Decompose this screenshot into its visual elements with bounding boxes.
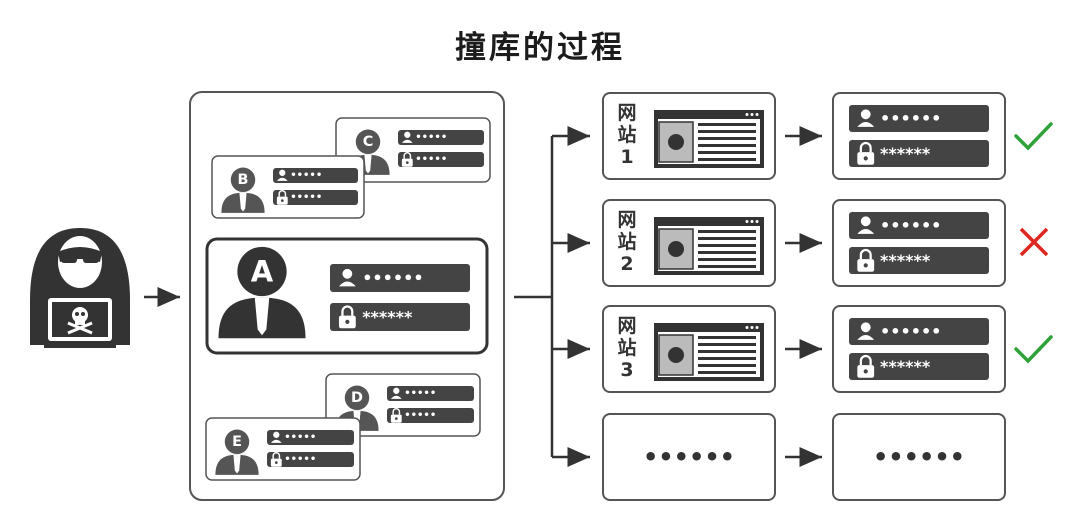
person-letter: E	[232, 434, 242, 450]
lock-icon	[338, 305, 356, 329]
site-label: 网	[617, 102, 636, 124]
password-bar: •••••	[398, 152, 484, 167]
account-card-e: E ••••• •••••	[205, 417, 361, 481]
lock-icon	[857, 141, 875, 165]
site-row-4: •••••• ••••••	[552, 413, 1006, 501]
hacker-icon	[30, 228, 130, 348]
user-icon	[270, 431, 282, 443]
username-value: ••••••	[880, 322, 941, 341]
password-value: ******	[880, 357, 931, 376]
site-row-1: 网站1 •••••• ******	[552, 92, 1053, 180]
site-label: 站	[617, 336, 636, 359]
lock-icon	[390, 408, 402, 423]
person-letter: B	[238, 172, 249, 188]
lock-icon	[276, 190, 288, 205]
username-value: •••••	[290, 170, 322, 181]
password-value: •••••	[290, 192, 322, 203]
username-value: ••••••	[880, 216, 941, 235]
username-bar: •••••	[398, 130, 484, 145]
username-value: •••••	[284, 432, 316, 443]
site-label: 2	[620, 253, 633, 275]
site-row-2: 网站2 •••••• ******	[552, 199, 1049, 287]
password-bar: ******	[849, 140, 989, 167]
site-row-3: 网站3 •••••• ******	[552, 305, 1053, 393]
browser-window-icon	[654, 323, 764, 381]
skull-icon	[67, 307, 93, 335]
person-icon: B	[221, 167, 265, 213]
username-bar: •••••	[387, 386, 474, 401]
user-icon	[338, 268, 356, 287]
username-value: •••••	[415, 132, 447, 143]
username-value: ••••••	[880, 109, 941, 128]
result-ellipsis: ••••••	[873, 443, 965, 471]
password-value: •••••	[415, 154, 447, 165]
site-label: 3	[620, 359, 633, 381]
site-ellipsis: ••••••	[643, 443, 735, 471]
person-icon: A	[218, 246, 306, 339]
username-bar: ••••••	[849, 318, 989, 345]
password-bar: •••••	[273, 190, 358, 205]
user-icon	[857, 322, 875, 340]
username-value: •••••	[404, 388, 436, 399]
account-card-b: B ••••• •••••	[211, 155, 365, 219]
password-bar: ******	[849, 353, 989, 380]
site-label: 站	[617, 230, 636, 253]
lock-icon	[857, 354, 875, 378]
password-bar: ******	[330, 303, 470, 331]
result-box	[832, 413, 1006, 501]
lock-icon	[401, 152, 413, 167]
password-bar: ******	[849, 247, 989, 274]
username-bar: ••••••	[849, 212, 989, 239]
username-bar: ••••••	[849, 105, 989, 132]
user-icon	[857, 109, 875, 127]
user-icon	[857, 216, 875, 234]
user-icon	[401, 131, 413, 143]
person-icon: E	[215, 429, 259, 475]
password-value: •••••	[284, 454, 316, 465]
password-value: ******	[880, 144, 931, 163]
browser-window-icon	[654, 110, 764, 168]
site-label: 网	[617, 315, 636, 337]
site-label: 1	[620, 146, 633, 168]
account-card-a: A •••••• ******	[205, 237, 489, 355]
page-title: 撞库的过程	[455, 30, 625, 66]
password-value: ******	[362, 308, 413, 327]
username-bar: •••••	[273, 168, 358, 183]
site-label: 网	[617, 209, 636, 231]
person-letter: C	[363, 134, 374, 150]
check-icon	[1014, 122, 1053, 151]
person-letter: A	[251, 255, 274, 289]
cross-icon	[1019, 227, 1049, 257]
password-value: •••••	[404, 410, 436, 421]
site-box	[602, 413, 776, 501]
password-bar: •••••	[387, 408, 474, 423]
user-icon	[390, 387, 402, 399]
username-bar: ••••••	[330, 264, 470, 292]
person-letter: D	[351, 390, 363, 406]
password-bar: •••••	[267, 452, 354, 467]
user-icon	[276, 169, 288, 181]
lock-icon	[270, 452, 282, 467]
browser-window-icon	[654, 217, 764, 275]
password-value: ******	[880, 251, 931, 270]
username-bar: •••••	[267, 430, 354, 445]
username-value: ••••••	[362, 269, 423, 288]
account-card-c: C ••••• •••••	[335, 117, 491, 183]
lock-icon	[857, 248, 875, 272]
check-icon	[1014, 335, 1053, 364]
site-label: 站	[617, 123, 636, 146]
